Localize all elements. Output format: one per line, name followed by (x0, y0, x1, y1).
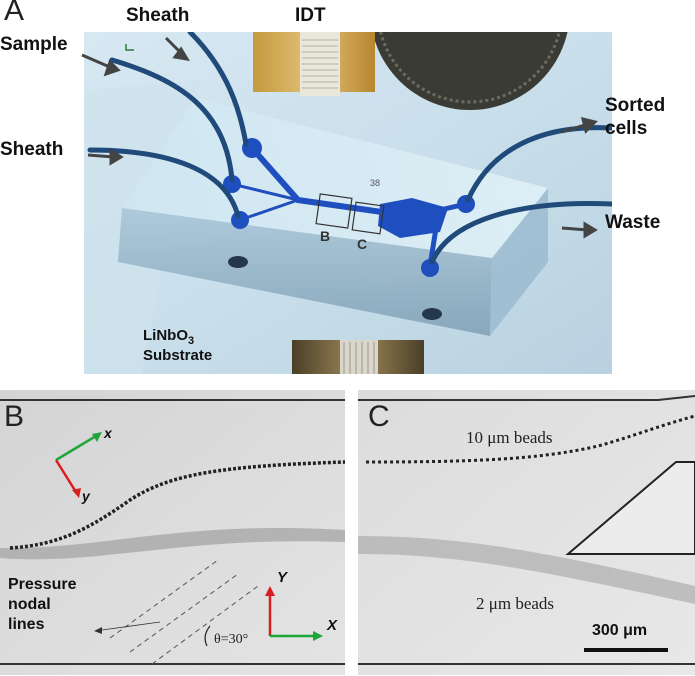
small-bead-band (0, 527, 345, 560)
label-inset-b: B (320, 228, 331, 244)
label-substrate-2: Substrate (143, 347, 213, 364)
panel-c-micrograph (358, 390, 695, 675)
sorting-chamber (378, 198, 448, 238)
label-scale-bar: 300 μm (592, 622, 648, 639)
pressure-nodal-lines (109, 559, 259, 665)
label-beads-2um: 2 μm beads (476, 594, 555, 613)
microchannel (230, 145, 385, 222)
inset-box-b (315, 193, 353, 229)
label-beads-10um: 10 μm beads (466, 428, 553, 447)
chip-mark: 38 (370, 178, 380, 188)
panel-a-letter: A (4, 0, 25, 27)
axis-x-big: X (327, 617, 338, 634)
axis-x-small: x (104, 425, 112, 441)
angle-arc (204, 625, 211, 647)
label-inset-c: C (357, 236, 368, 252)
tubing (87, 32, 612, 265)
label-sheath-top: Sheath (126, 5, 190, 26)
label-pressure-1: Pressure (8, 576, 77, 593)
large-bead-trajectory (9, 460, 345, 550)
axis-y-big: Y (277, 569, 288, 586)
small-bead-band-c (358, 536, 695, 604)
panel-a-arrows (81, 36, 598, 239)
label-sheath-left: Sheath (0, 139, 64, 160)
idt-top (253, 32, 375, 96)
label-pressure-2: nodal (8, 596, 51, 613)
axis-y-small: y (82, 488, 90, 504)
label-idt: IDT (295, 5, 326, 26)
lab-axes (265, 586, 323, 641)
label-substrate: LiNbO3 (143, 327, 194, 347)
channel-divider (565, 461, 695, 555)
label-sorted-cells-2: cells (605, 118, 648, 139)
label-substrate-text: LiNbO (143, 327, 188, 344)
panel-b-letter: B (4, 400, 25, 433)
label-theta: θ=30° (214, 632, 249, 647)
label-sorted-cells-1: Sorted (605, 95, 666, 116)
small-axes (54, 432, 102, 498)
pdms-front-face (118, 208, 492, 336)
label-pressure-3: lines (8, 616, 45, 633)
coin (372, 32, 568, 110)
panel-c-letter: C (368, 400, 390, 433)
inset-box-c (351, 201, 385, 235)
label-substrate-sub: 3 (188, 335, 195, 347)
label-sample: Sample (0, 34, 68, 55)
idt-bottom (292, 340, 424, 374)
large-bead-line (365, 414, 695, 464)
panel-b-micrograph (0, 390, 345, 675)
label-waste: Waste (605, 212, 661, 233)
